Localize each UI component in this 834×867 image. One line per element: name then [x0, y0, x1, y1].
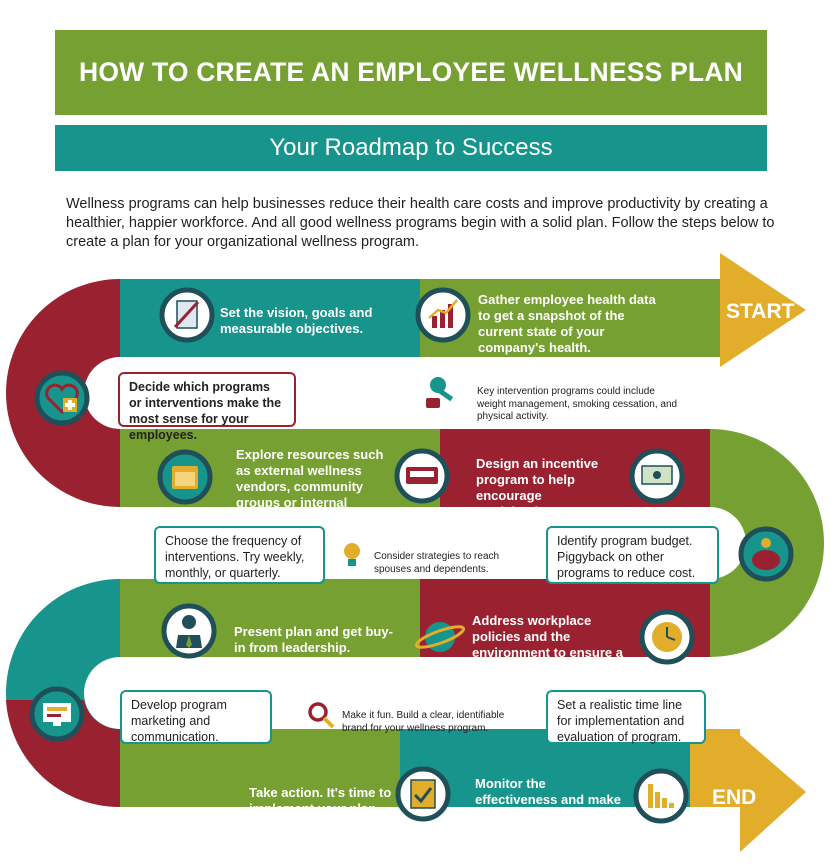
- step-gather-data: Gather employee health data to get a sna…: [478, 292, 656, 355]
- step-explore-resources: Explore resources such as external welln…: [236, 447, 384, 526]
- bar-chart-icon: [633, 768, 689, 824]
- calendar-icon: [157, 449, 213, 505]
- key-icon: [426, 377, 454, 408]
- globe-icon: [414, 622, 466, 652]
- piggy-bank-icon: [738, 526, 794, 582]
- heart-plus-icon: [34, 370, 90, 426]
- page-title: HOW TO CREATE AN EMPLOYEE WELLNESS PLAN: [55, 30, 767, 115]
- page-subtitle: Your Roadmap to Success: [55, 125, 767, 171]
- intro-paragraph: Wellness programs can help businesses re…: [66, 196, 775, 250]
- money-icon: [629, 448, 685, 504]
- businessman-icon: [161, 603, 217, 659]
- note-key-interventions: Key intervention programs could include …: [477, 386, 678, 422]
- step-develop-marketing: Develop program marketing and communicat…: [120, 690, 272, 744]
- step-take-action: Take action. It's time to implement your…: [249, 785, 392, 816]
- document-pen-icon: [159, 287, 215, 343]
- clipboard-check-icon: [395, 766, 451, 822]
- start-label: START: [726, 300, 795, 323]
- clock-icon: [639, 609, 695, 665]
- step-address-policies: Address workplace policies and the envir…: [472, 613, 623, 676]
- step-present-plan: Present plan and get buy-in from leaders…: [234, 624, 393, 655]
- ticket-icon: [394, 448, 450, 504]
- lightbulb-icon: [344, 543, 360, 566]
- step-set-vision: Set the vision, goals and measurable obj…: [220, 305, 373, 336]
- end-label: END: [712, 786, 757, 809]
- step-identify-budget: Identify program budget. Piggyback on ot…: [546, 526, 719, 584]
- note-spouses: Consider strategies to reach spouses and…: [374, 551, 500, 575]
- step-set-timeline: Set a realistic time line for implementa…: [546, 690, 706, 744]
- computer-monitor-icon: [29, 686, 85, 742]
- step-design-incentive: Design an incentive program to help enco…: [476, 456, 599, 519]
- magnifier-icon: [308, 702, 335, 729]
- growth-chart-icon: [415, 287, 471, 343]
- note-make-it-fun: Make it fun. Build a clear, identifiable…: [342, 710, 505, 734]
- step-monitor: Monitor the effectiveness and make adjus…: [475, 776, 623, 823]
- step-decide-programs: Decide which programs or interventions m…: [118, 372, 296, 442]
- step-choose-frequency: Choose the frequency of interventions. T…: [154, 526, 325, 584]
- end-arrow: [690, 729, 806, 852]
